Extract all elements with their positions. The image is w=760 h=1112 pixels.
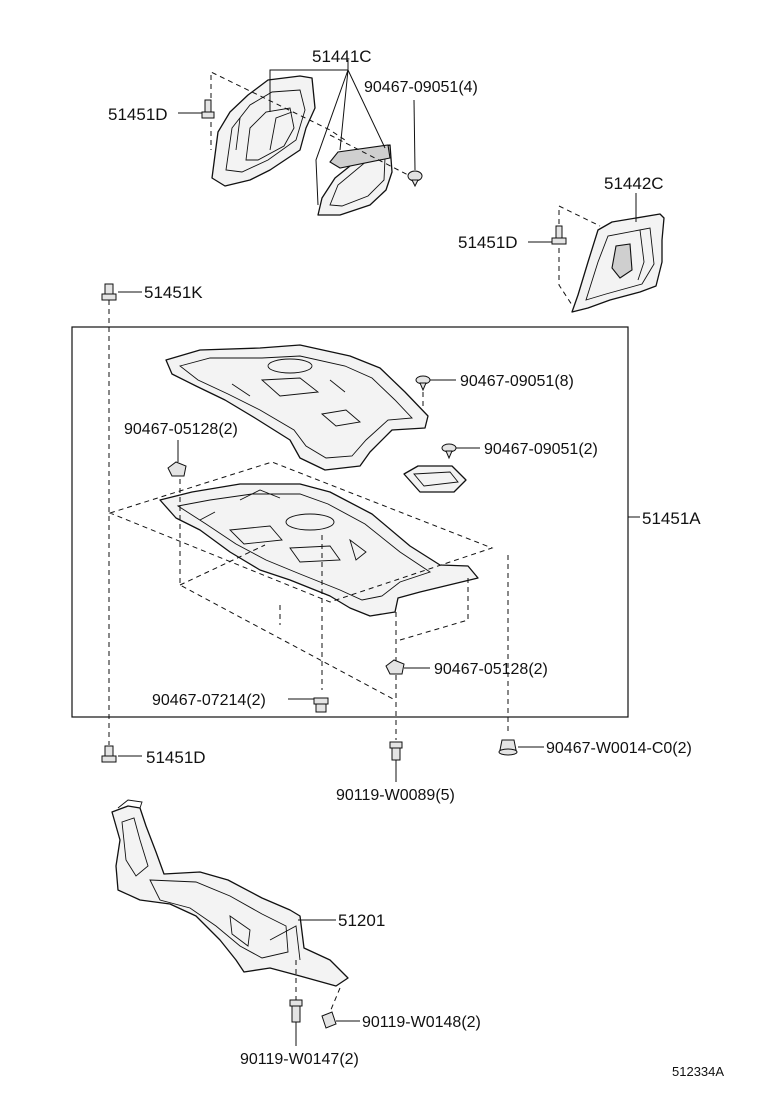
- dashed-guide-lower-panel-mid: [179, 544, 266, 586]
- dashed-guide-lower-panel-left: [179, 470, 396, 701]
- label-51451d-bottom: 51451D: [146, 748, 206, 767]
- fastener-90119-w0147-2: [289, 999, 303, 1023]
- label-51451d-right: 51451D: [458, 233, 518, 252]
- part-51442c-shield: [571, 213, 665, 313]
- label-90467-07214-2: 90467-07214(2): [152, 692, 266, 709]
- label-51201: 51201: [338, 911, 385, 930]
- label-90467-09051-8: 90467-09051(8): [460, 373, 574, 390]
- fastener-90467-09051-8: [415, 375, 431, 392]
- label-90467-05128-2-right: 90467-05128(2): [434, 661, 548, 678]
- assembly-frame-51451a: [71, 326, 629, 718]
- part-51201-crossmember: [111, 799, 349, 987]
- label-90467-w0014-c0-2: 90467-W0014-C0(2): [546, 740, 692, 757]
- label-90467-09051-4: 90467-09051(4): [364, 79, 478, 96]
- label-90467-05128-2-left: 90467-05128(2): [124, 421, 238, 438]
- fastener-90467-05128-2-right: [385, 659, 405, 675]
- fastener-90467-07214-2: [313, 697, 329, 713]
- fastener-51451d-top: [201, 99, 215, 119]
- part-lower-undercover-panel: [159, 483, 479, 617]
- dashed-guide-lower-panel-box: [108, 461, 494, 603]
- dashed-guide-51442c-a: [558, 205, 601, 227]
- label-90119-w0148-2: 90119-W0148(2): [362, 1014, 481, 1031]
- fastener-90119-w0089-5: [389, 741, 403, 761]
- leader-90467-09051-4: [413, 99, 416, 171]
- fastener-90467-09051-4: [407, 170, 423, 188]
- label-51451k: 51451K: [144, 283, 203, 302]
- fastener-51451d-bottom: [101, 745, 117, 763]
- dashed-guide-51442c-b: [558, 248, 573, 306]
- fastener-90119-w0148-2: [321, 1011, 337, 1029]
- label-90119-w0089-5: 90119-W0089(5): [336, 787, 455, 804]
- label-51441c: 51441C: [312, 47, 372, 66]
- leader-51441c: [269, 60, 386, 206]
- label-90119-w0147-2: 90119-W0147(2): [240, 1051, 359, 1068]
- fastener-90467-05128-2-left: [167, 461, 187, 477]
- dashed-guide-lower-panel-right: [399, 578, 469, 641]
- illustration-reference-number: 512334A: [672, 1064, 724, 1079]
- label-90467-09051-2: 90467-09051(2): [484, 441, 598, 458]
- part-upper-undercover-panel: [165, 344, 429, 471]
- label-51451d-top: 51451D: [108, 105, 168, 124]
- label-51451a: 51451A: [642, 509, 701, 528]
- fastener-51451d-right: [551, 225, 567, 245]
- label-51442c: 51442C: [604, 174, 664, 193]
- part-51441c-shield: [211, 75, 393, 216]
- fastener-90467-09051-2: [441, 443, 457, 460]
- dashed-guide-90119-w0148: [329, 987, 341, 1013]
- fastener-51451k: [101, 283, 117, 301]
- fastener-90467-w0014-c0-2: [498, 739, 518, 756]
- dashed-guide-51441c-c: [329, 134, 411, 177]
- part-small-cover-piece: [403, 465, 467, 493]
